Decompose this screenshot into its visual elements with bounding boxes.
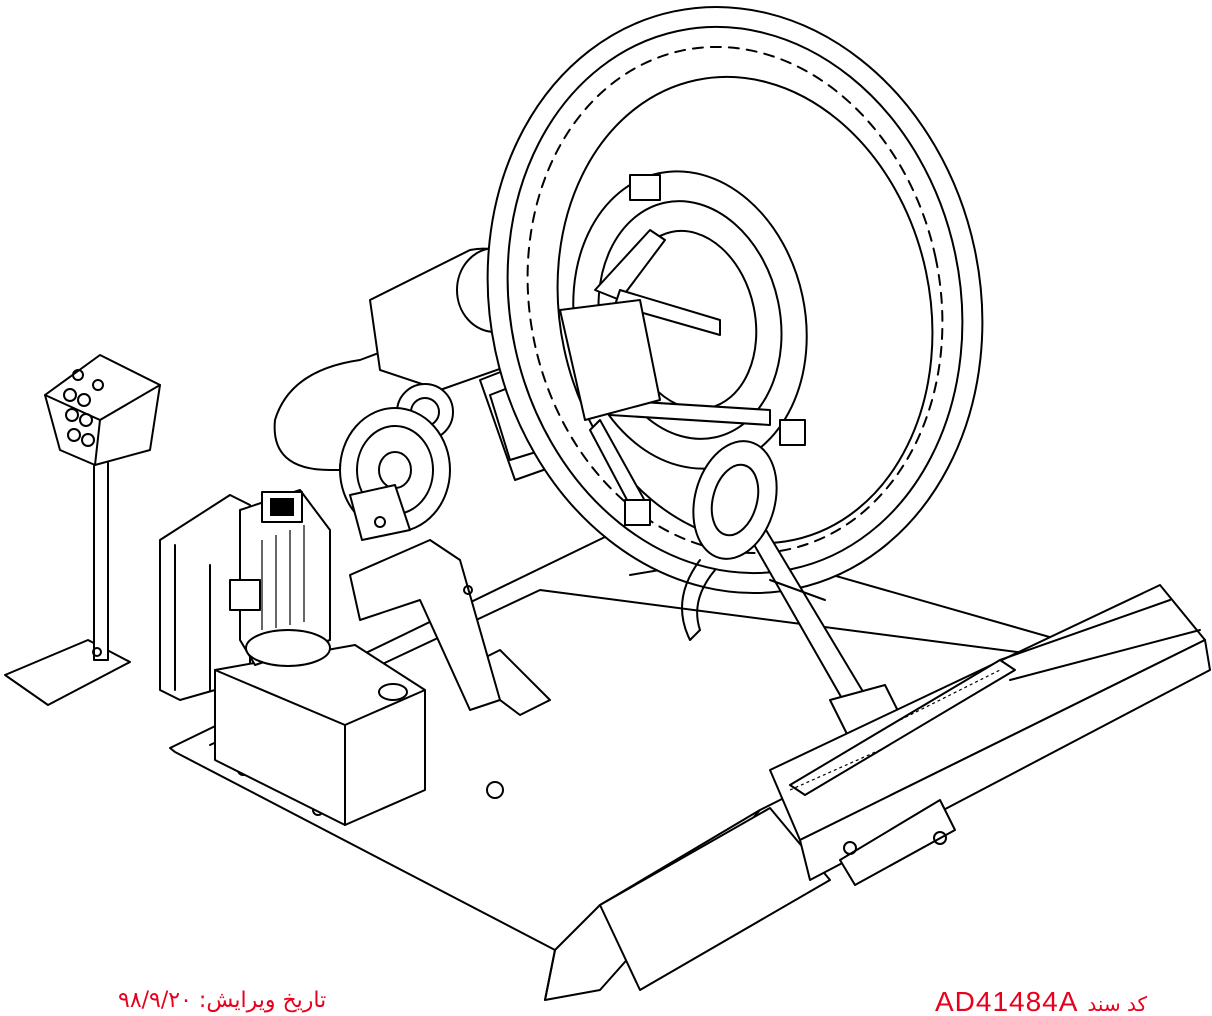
document-code-label: کد سند [1087, 992, 1148, 1016]
edit-date-value: ۹۸/۹/۲۰ [118, 988, 192, 1013]
control-pedestal [4, 354, 161, 706]
hydraulic-tank [214, 644, 426, 826]
electric-motor [229, 489, 331, 667]
edit-date-caption: تاریخ ویرایش: ۹۸/۹/۲۰ [118, 988, 327, 1013]
wheel-clamp [559, 174, 806, 526]
tool-carriage [769, 584, 1211, 886]
document-code-value: AD41484A [935, 988, 1079, 1016]
document-code-caption: کد سند AD41484A [935, 988, 1147, 1016]
edit-date-label: تاریخ ویرایش [206, 988, 327, 1013]
